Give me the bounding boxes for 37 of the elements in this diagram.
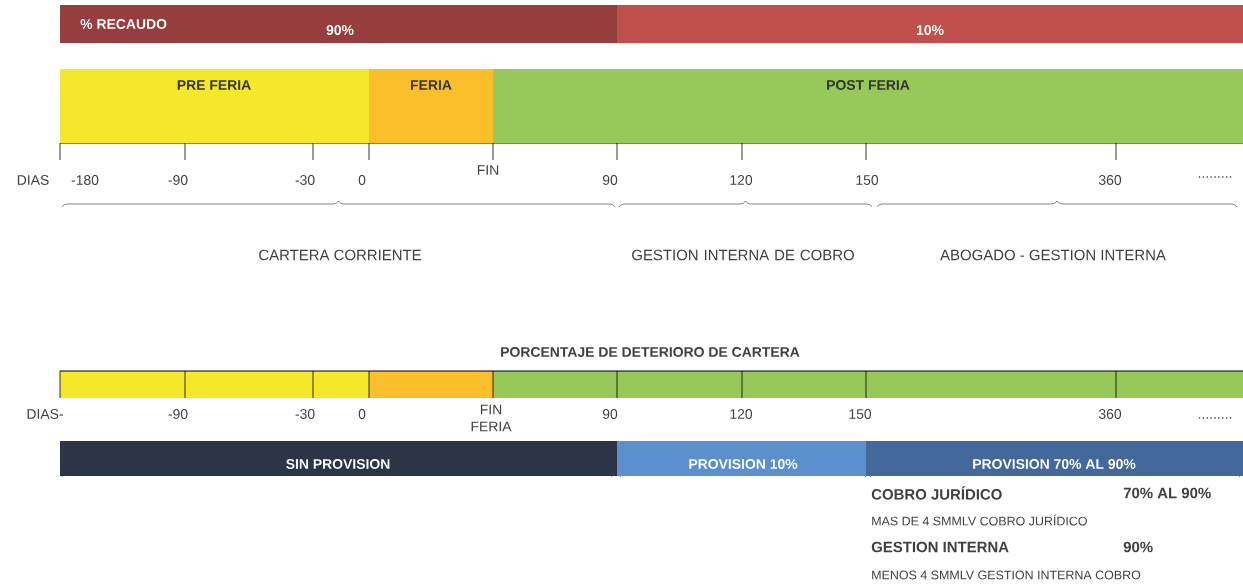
note-text: MAS DE 4 SMMLV COBRO JURÍDICO [872, 514, 1087, 526]
tick-label: FIN [477, 165, 499, 175]
tick-label: 360 [1098, 409, 1122, 419]
tick-label: 0 [358, 175, 366, 185]
band: SIN PROVISION [60, 441, 617, 476]
heading: PORCENTAJE DE DETERIORO DE CARTERA [501, 347, 800, 357]
tick-label: -90 [168, 175, 188, 185]
axis-label: DIAS [17, 175, 49, 185]
tick-label: 120 [730, 175, 753, 185]
section-label: GESTION INTERNA DE COBRO [632, 249, 854, 261]
note-heading: GESTION INTERNA [871, 541, 1009, 553]
tick-label: -30 [295, 175, 315, 185]
tick-label: -30 [295, 409, 315, 419]
ellipsis-text: ......... [1198, 417, 1232, 419]
tick-label: 90 [602, 409, 618, 419]
ellipsis-text: ......... [1198, 176, 1232, 178]
band: PROVISION 70% AL 90% [866, 441, 1243, 476]
band: POST FERIA [493, 69, 1243, 143]
tick-label: -180 [71, 175, 99, 185]
band: PROVISION 10% [617, 441, 866, 476]
band: FERIA [369, 69, 493, 143]
tick-label: 90 [602, 175, 618, 185]
section-label: ABOGADO - GESTION INTERNA [940, 249, 1166, 261]
tick-label: -90 [168, 409, 188, 419]
tick-label: 360 [1098, 175, 1122, 185]
band: % RECAUDO 90% [60, 5, 617, 43]
tick-label: 150 [856, 175, 879, 185]
note-text: MENOS 4 SMMLV GESTION INTERNA COBRO [872, 570, 1141, 580]
note-heading: 90% [1123, 541, 1153, 553]
axis-label: DIAS- [27, 409, 63, 419]
tick-label: 0 [358, 409, 366, 419]
tick-label: 150 [849, 409, 872, 419]
tick-label: 120 [730, 409, 753, 419]
band: 10% [617, 5, 1243, 43]
note-heading: COBRO JURÍDICO [871, 486, 1002, 500]
band: PRE FERIA [60, 69, 369, 143]
section-label: CARTERA CORRIENTE [259, 249, 421, 261]
